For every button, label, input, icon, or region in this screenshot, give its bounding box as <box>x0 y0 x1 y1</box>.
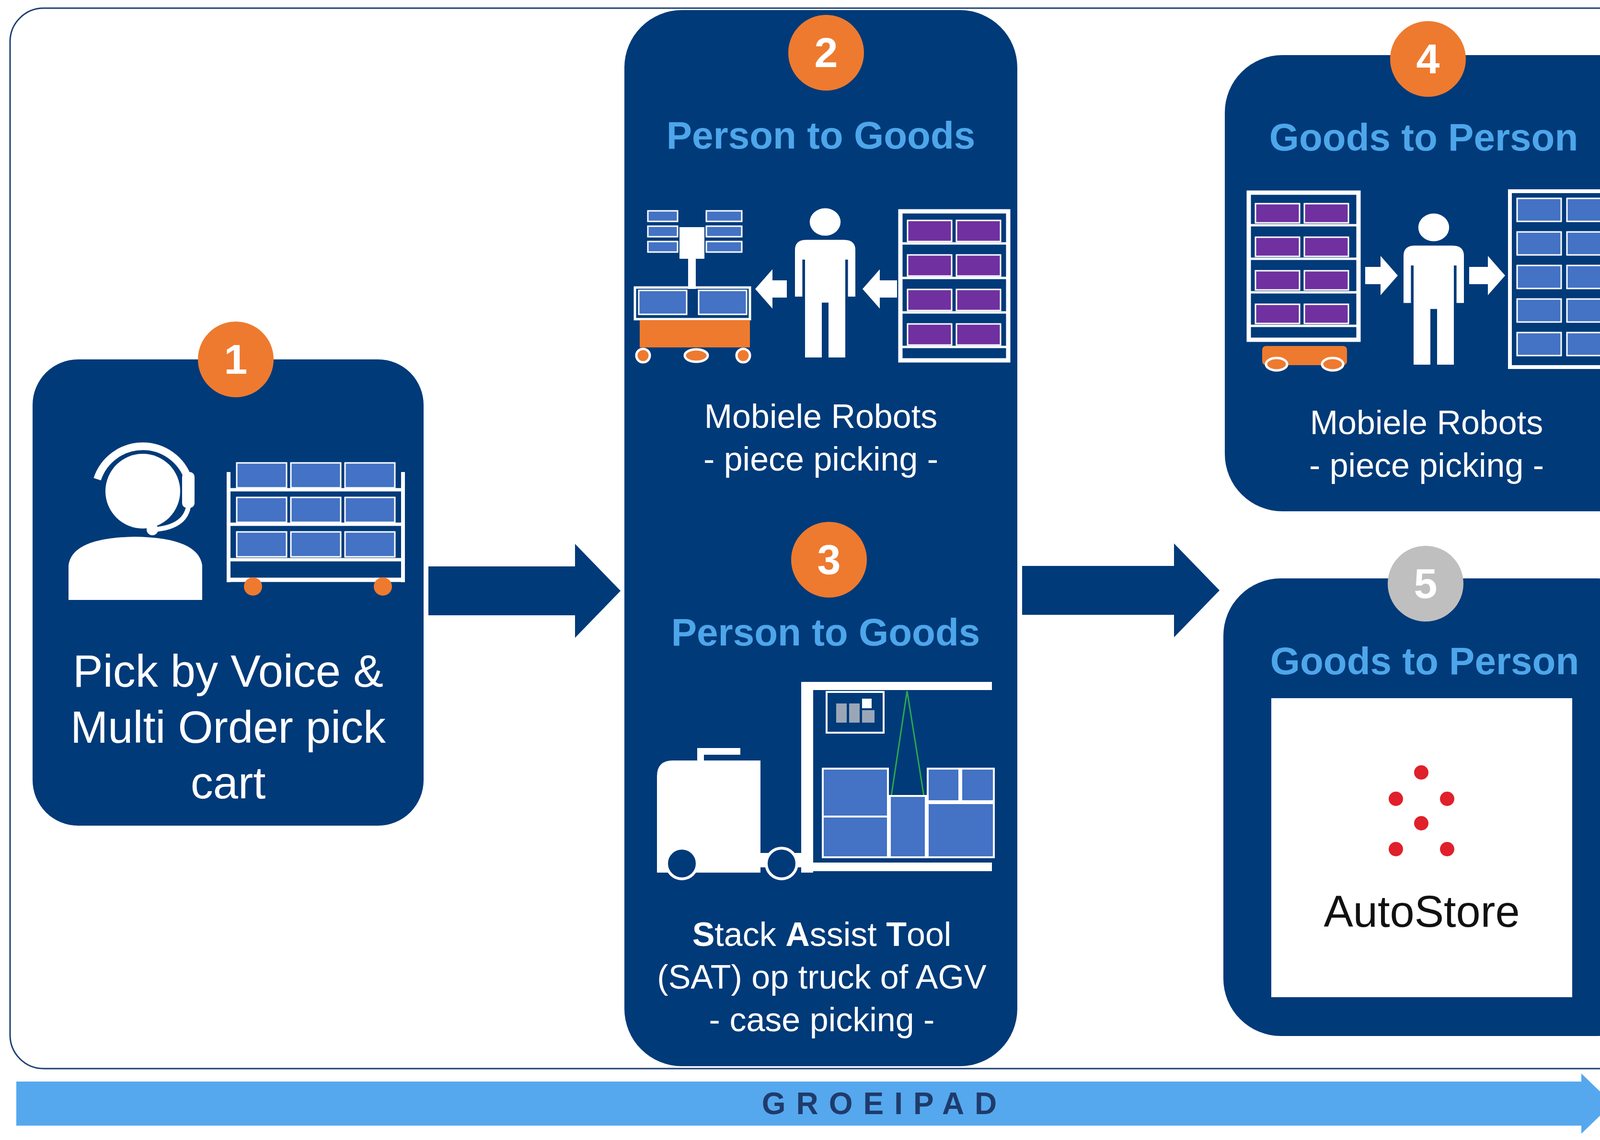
growth-path-label: GROEIPAD <box>687 1085 1071 1123</box>
stage-heading: Goods to Person <box>1252 638 1598 685</box>
stage-text: Mobiele Robots - piece picking - <box>1303 401 1551 487</box>
text-slot: Mobiele Robots - piece picking - <box>697 395 945 481</box>
stack-assist-truck <box>656 681 994 879</box>
picker-figure <box>794 207 856 358</box>
flow-arrow <box>1022 543 1220 638</box>
logo-panel: AutoStore <box>1271 698 1573 998</box>
storage-bins <box>907 220 1001 346</box>
storage-bins <box>706 210 742 253</box>
callout-number: 5 <box>1233 558 1600 610</box>
acronym-letter: S <box>692 915 715 954</box>
shelf-line <box>1248 224 1359 227</box>
shelf-line <box>900 311 1009 314</box>
text-slot: Stack Assist Tool (SAT) op truck of AGV … <box>650 913 994 1042</box>
label-slot: GROEIPAD <box>687 1085 1071 1123</box>
shelf-line <box>900 242 1009 245</box>
flow-arrow-icon <box>755 269 787 309</box>
storage-bins <box>647 210 678 253</box>
stage-heading: Goods to Person <box>1251 114 1597 161</box>
stage-box: Pick by Voice & Multi Order pick cart <box>32 359 424 826</box>
callout-number: 4 <box>1236 33 1600 85</box>
shelf-line <box>1248 291 1359 294</box>
text-slot: AutoStore <box>1282 885 1561 938</box>
stage-text: Mobiele Robots - piece picking - <box>697 395 945 481</box>
label-slot: 4 <box>1236 33 1600 85</box>
shelf-line <box>1248 257 1359 261</box>
stage-text: AutoStore <box>1282 885 1561 938</box>
stage-text: Pick by Voice & Multi Order pick cart <box>55 643 401 812</box>
autostore-logo-dots <box>1388 765 1455 857</box>
acronym-letter: T <box>886 915 907 954</box>
callout-badges <box>197 14 1466 622</box>
flow-arrow-icon <box>862 269 898 309</box>
stage-heading: Person to Goods <box>638 112 1003 159</box>
stage-heading: Person to Goods <box>643 609 1008 656</box>
storage-bins <box>236 462 395 557</box>
stage-box: Goods to PersonAutoStore <box>1223 578 1600 1036</box>
order-shelf <box>1509 191 1600 368</box>
label-slot: 1 <box>44 333 428 385</box>
storage-bins <box>1255 203 1349 324</box>
mobile-robot-cart <box>634 227 750 363</box>
shelf-line <box>900 276 1009 280</box>
callout-number: 3 <box>637 534 1021 586</box>
text-slot: Goods to Person <box>1252 638 1598 685</box>
text-slot: Person to Goods <box>638 112 1003 159</box>
label-slot: 3 <box>637 534 1021 586</box>
text-slot: Goods to Person <box>1251 114 1597 161</box>
storage-bins <box>638 290 747 315</box>
storage-bins <box>1517 198 1600 356</box>
label-slot: 5 <box>1233 558 1600 610</box>
robot-carried-shelf <box>1248 192 1359 371</box>
label-slot: 2 <box>634 27 1018 79</box>
static-shelf <box>900 211 1009 361</box>
flow-arrow-icon <box>1469 255 1506 296</box>
callout-number: 2 <box>634 27 1018 79</box>
stage-box: Goods to PersonMobiele Robots - piece pi… <box>1224 55 1600 512</box>
text-slot: Pick by Voice & Multi Order pick cart <box>55 643 401 812</box>
text-slot: Mobiele Robots - piece picking - <box>1303 401 1551 487</box>
shelf-line <box>900 345 1009 349</box>
voice-picker-icon <box>68 446 203 600</box>
picker-figure <box>1403 213 1464 365</box>
flow-arrow <box>428 543 621 638</box>
stage-text: Stack Assist Tool (SAT) op truck of AGV … <box>650 913 994 1042</box>
acronym-letter: A <box>785 915 810 954</box>
growth-path-bar <box>16 1073 1600 1134</box>
callout-number: 1 <box>44 333 428 385</box>
multi-order-cart <box>226 471 405 596</box>
flow-arrow-icon <box>1365 255 1398 296</box>
text-slot: Person to Goods <box>643 609 1008 656</box>
shelf-line <box>1248 324 1359 328</box>
